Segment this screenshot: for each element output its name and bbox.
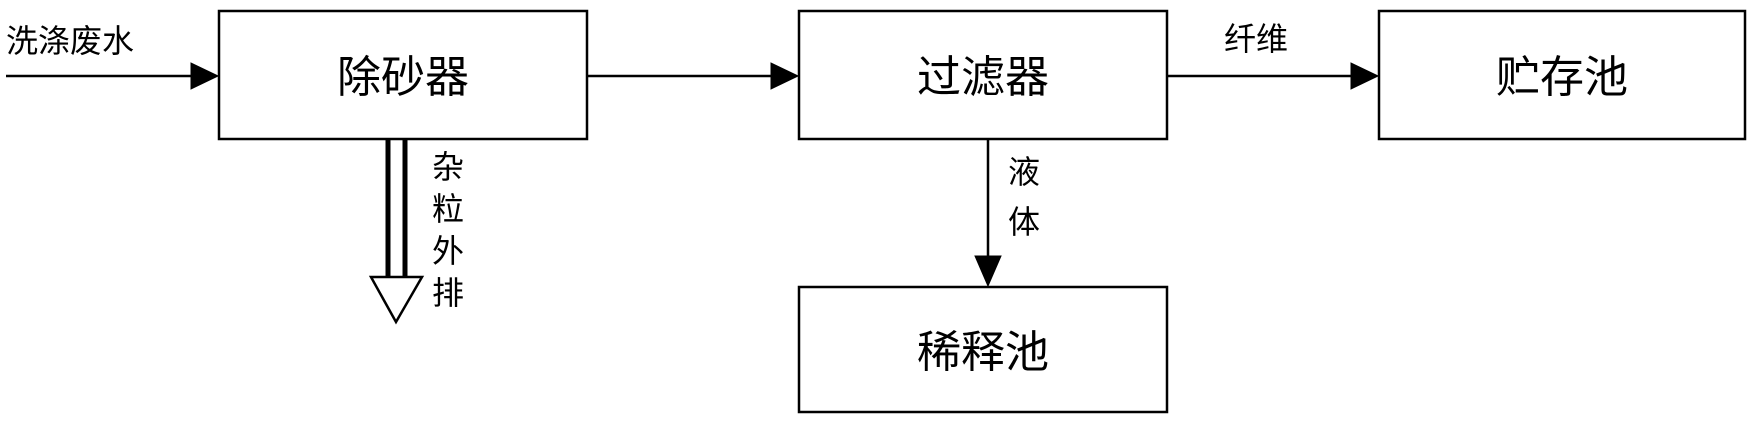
input-arrowhead [190,62,220,90]
input-arrow: 洗涤废水 [6,22,220,90]
impurity-label-char-1: 杂 [432,148,464,186]
filter-to-dilution-arrow: 液 体 [974,139,1040,288]
filter-rect [797,9,1169,141]
desander-box: 除砂器 [217,9,589,141]
dilution-tank-label: 稀释池 [917,327,1049,378]
filter-label: 过滤器 [917,52,1049,103]
filter-to-storage-arrowhead [1350,62,1380,90]
desander-to-filter-arrowhead [770,62,800,90]
impurity-label-char-2: 粒 [432,190,464,228]
fiber-label: 纤维 [1224,20,1288,58]
impurity-discharge-arrow: 杂 粒 外 排 [368,139,464,325]
dilution-tank-box: 稀释池 [797,285,1169,414]
storage-tank-rect [1377,9,1747,141]
liquid-label-char-2: 体 [1008,203,1040,241]
filter-to-storage-arrow: 纤维 [1167,20,1380,90]
filter-box: 过滤器 [797,9,1169,141]
storage-tank-box: 贮存池 [1377,9,1747,141]
desander-to-filter-arrow [587,62,800,90]
filter-to-dilution-arrowhead [974,255,1002,288]
storage-tank-label: 贮存池 [1496,52,1628,103]
impurity-discharge-arrowhead [368,275,425,325]
dilution-tank-rect [797,285,1169,414]
liquid-label-char-1: 液 [1008,153,1040,191]
impurity-label-char-4: 排 [432,274,464,312]
input-label: 洗涤废水 [6,22,134,60]
desander-label: 除砂器 [337,52,469,103]
impurity-label-char-3: 外 [432,232,464,270]
